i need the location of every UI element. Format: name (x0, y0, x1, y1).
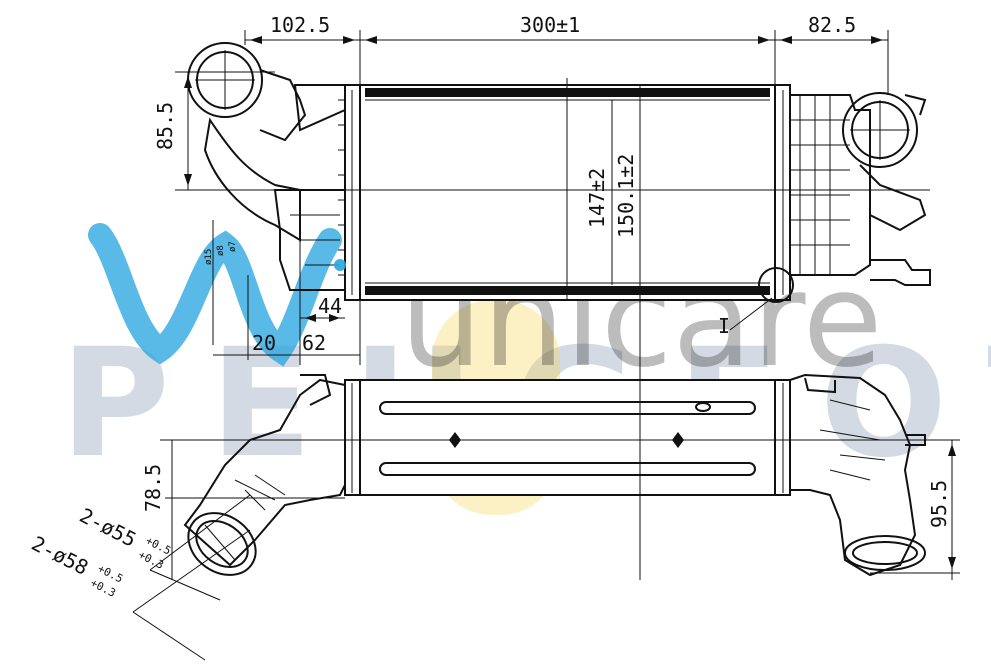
dimension-lines (132, 30, 960, 661)
detail-I-circle (758, 267, 794, 303)
top-right-tank (789, 94, 871, 276)
dim-bracket-20: 20 (252, 331, 276, 355)
dimension-labels: 102.5 300±1 82.5 85.5 147±2 150.1±2 44 2… (28, 13, 951, 600)
dim-core-height-1: 147±2 (585, 168, 609, 228)
detail-I-label: I (718, 314, 730, 338)
dim-core-height-2: 150.1±2 (614, 154, 638, 238)
top-left-mount-dot (334, 259, 346, 271)
watermark-swoosh (88, 223, 342, 367)
dim-small-2: ø8 (216, 245, 226, 256)
dim-core-width: 300±1 (520, 13, 580, 37)
dim-left-height: 85.5 (153, 102, 177, 150)
dim-inner-diameter: 2-ø55 (76, 503, 141, 552)
dim-small-1: ø15 (204, 249, 214, 265)
bottom-right-port (844, 535, 926, 571)
dim-bottom-right-height: 95.5 (927, 480, 951, 528)
dim-left-overhang: 102.5 (270, 13, 330, 37)
top-right-port (842, 92, 918, 168)
dim-bottom-left-height: 78.5 (141, 464, 165, 512)
bottom-view (183, 373, 926, 577)
bottom-slot-lower (379, 462, 756, 476)
dim-bracket-44: 44 (318, 294, 342, 318)
dim-bracket-62: 62 (302, 331, 326, 355)
top-left-ticks (338, 99, 345, 276)
bottom-left-port (187, 512, 257, 576)
bottom-slot-upper (379, 401, 756, 415)
dim-small-3: ø7 (228, 241, 238, 252)
bottom-core (359, 379, 776, 496)
bottom-left-pipe (183, 378, 346, 567)
dim-right-overhang: 82.5 (808, 13, 856, 37)
bottom-right-pipe (789, 373, 917, 577)
dim-outer-diameter: 2-ø58 (28, 531, 93, 580)
top-left-pipe (203, 117, 301, 242)
